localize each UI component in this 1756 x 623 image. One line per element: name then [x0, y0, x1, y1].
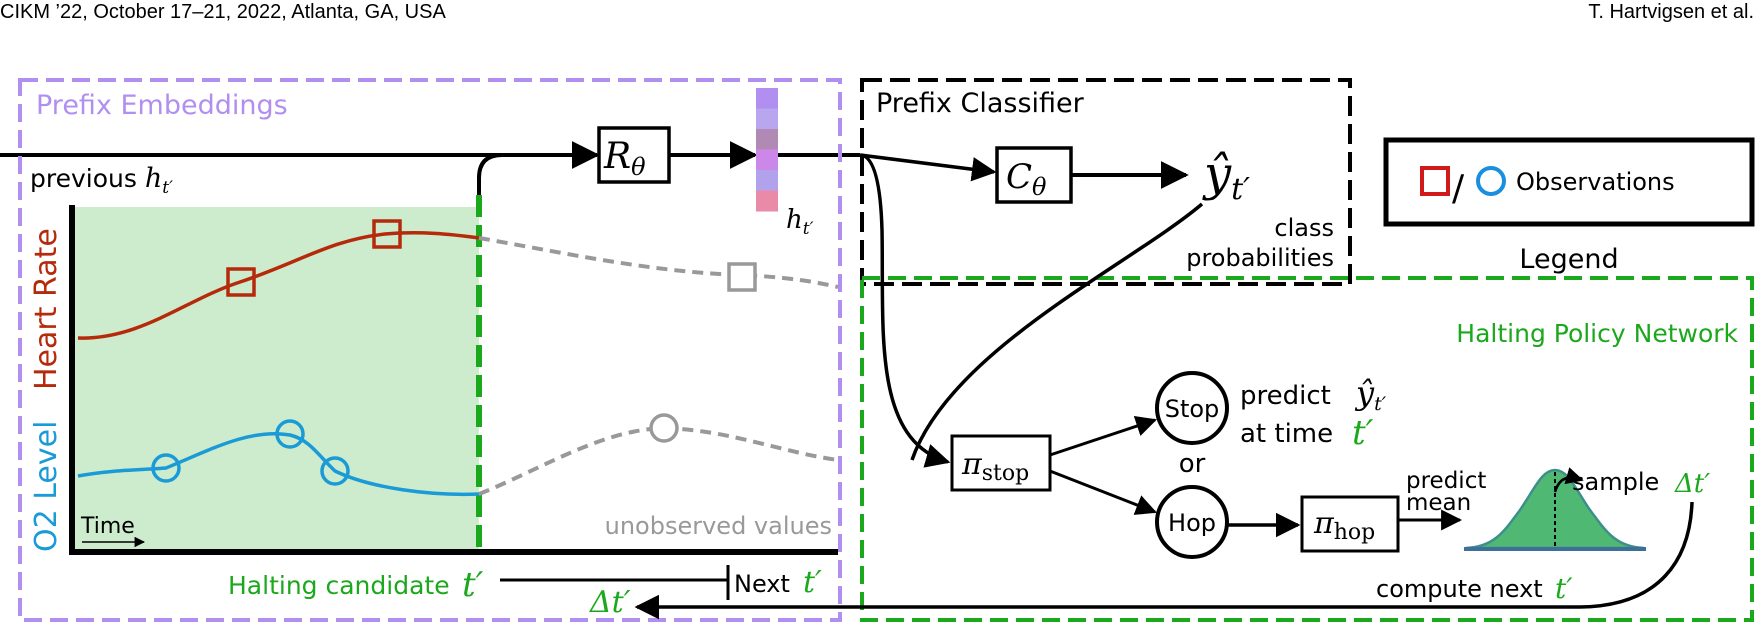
pi-stop-box [950, 434, 1052, 492]
state-to-policy-path [861, 153, 951, 468]
pi-hop-label: πhop [1313, 506, 1375, 545]
compute-next-path [634, 501, 1694, 620]
classifier-box [995, 146, 1073, 204]
halting-candidate-t-prime: t′ [462, 565, 484, 605]
heart-rate-observation [226, 267, 256, 297]
legend: / Observations Legend [1383, 137, 1755, 275]
heart-rate-unobserved-curve [478, 236, 839, 289]
sample-delta-t: Δt′ [1674, 469, 1710, 499]
pi-stop-to-hop-arrow [1049, 469, 1157, 515]
pi-hop-box [1300, 495, 1400, 553]
o2-level-axis-label: O2 Level [29, 421, 64, 552]
y-hat-output: ŷt′ [1202, 146, 1250, 207]
predict-y-hat: ŷt′ [1354, 374, 1387, 415]
compute-next-t-prime: t′ [1555, 572, 1573, 605]
heart-rate-observation [372, 219, 402, 249]
page-header-authors: T. Hartvigsen et al. [1588, 1, 1754, 23]
output-to-policy-path [910, 202, 1204, 461]
halting-policy-border [860, 276, 1754, 622]
prefix-embeddings-border [18, 78, 842, 622]
delta-t-label: Δt′ [589, 585, 631, 620]
legend-square-icon [1420, 166, 1450, 196]
candidate-to-recurrent-path [477, 153, 503, 195]
embedding-cell [756, 88, 778, 109]
hop-label: Hop [1168, 509, 1216, 537]
halting-policy-panel: Halting Policy Network πstop Stop or Hop… [634, 153, 1754, 622]
embedding-cell [756, 170, 778, 191]
heart-rate-curve [77, 231, 480, 340]
observed-region [72, 207, 479, 550]
sample-label: sample [1572, 468, 1659, 496]
predict-mean-label-1: predict [1406, 468, 1486, 494]
prefix-classifier-border [860, 78, 1352, 286]
class-probabilities-label-2: probabilities [1186, 244, 1334, 272]
legend-slash: / [1452, 168, 1465, 209]
recurrent-cell-symbol: Rθ [603, 136, 646, 181]
o2-observation [151, 453, 181, 483]
or-label: or [1179, 449, 1206, 479]
heart-rate-axis-label: Heart Rate [29, 228, 64, 390]
compute-next-label: compute next [1376, 575, 1543, 603]
embedding-vector [756, 88, 778, 212]
time-label: Time [80, 514, 135, 539]
prefix-classifier-panel: Prefix Classifier Cθ ŷt′ class probabili… [859, 78, 1352, 286]
pi-stop-label: πstop [961, 447, 1029, 486]
next-t-prime: t′ [803, 565, 822, 600]
o2-unobserved-observation [649, 413, 679, 443]
embedding-h-label: ht′ [786, 205, 814, 239]
o2-observation [320, 456, 350, 486]
legend-observations-label: Observations [1516, 168, 1675, 196]
stop-label: Stop [1165, 395, 1220, 423]
hop-node [1155, 485, 1229, 559]
halting-candidate-label: Halting candidate [228, 571, 450, 600]
embedding-cell [756, 129, 778, 150]
embedding-cell [756, 190, 778, 212]
prefix-classifier-title: Prefix Classifier [876, 88, 1085, 119]
legend-circle-icon [1476, 166, 1506, 196]
sample-arrow [1553, 467, 1584, 493]
prefix-embeddings-title: Prefix Embeddings [36, 90, 288, 121]
predict-mean-label-2: mean [1406, 490, 1471, 516]
class-probabilities-label-1: class [1274, 214, 1334, 242]
stop-node [1155, 371, 1229, 445]
classifier-symbol: Cθ [1006, 157, 1047, 201]
embedding-cell [756, 108, 778, 130]
at-time-label: at time [1240, 419, 1333, 449]
predict-label: predict [1240, 381, 1331, 411]
legend-box [1383, 137, 1755, 227]
pi-stop-to-stop-arrow [1049, 416, 1157, 457]
halting-policy-title: Halting Policy Network [1456, 319, 1738, 348]
at-time-t-prime: t′ [1352, 413, 1374, 453]
page-header-venue: CIKM ’22, October 17–21, 2022, Atlanta, … [0, 1, 446, 23]
o2-unobserved-curve [478, 425, 839, 496]
legend-caption: Legend [1519, 244, 1618, 275]
o2-level-curve [77, 432, 480, 497]
state-to-classifier-arrow [859, 153, 997, 182]
heart-rate-unobserved-observation [727, 262, 757, 292]
next-label: Next [734, 570, 790, 598]
o2-observation [275, 419, 305, 449]
embedding-cell [756, 149, 778, 171]
unobserved-values-label: unobserved values [605, 512, 832, 540]
